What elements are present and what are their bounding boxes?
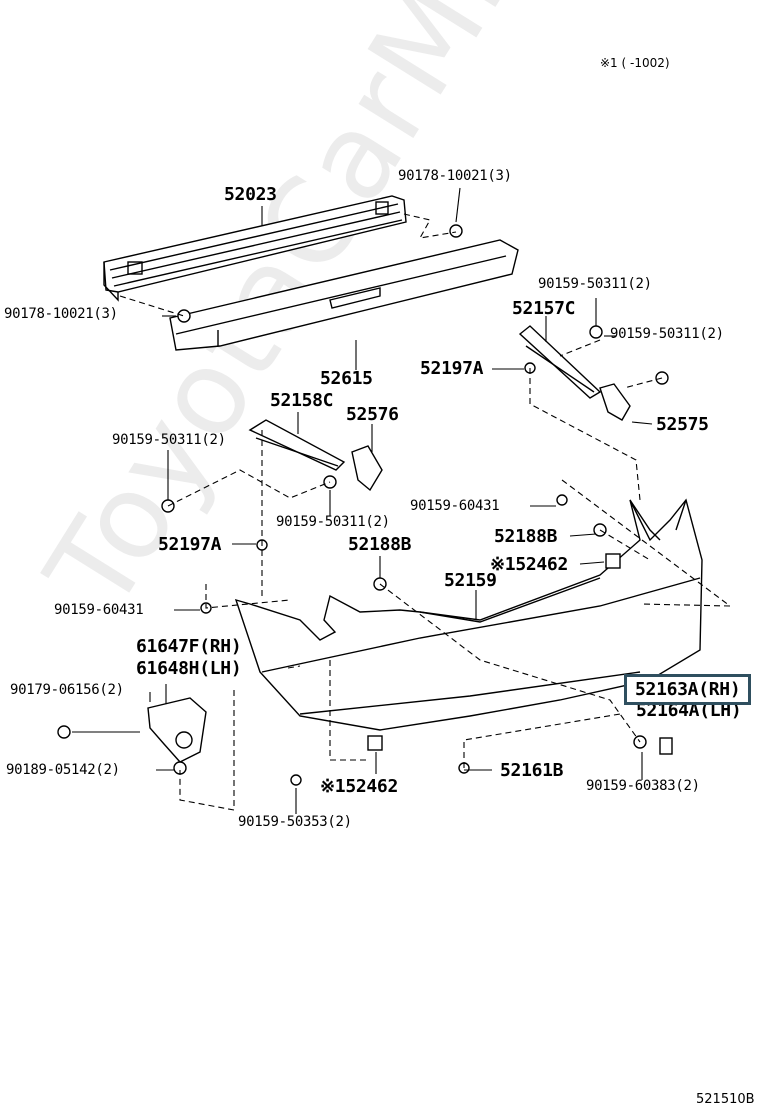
fasteners: [57, 224, 673, 786]
bracket-61647F: [147, 697, 207, 763]
callout-90159-50353[interactable]: 90159-50353(2): [238, 814, 352, 830]
retainer-52158C: [248, 419, 346, 471]
retainer-52575: [599, 383, 631, 421]
callout-52576[interactable]: 52576: [346, 404, 399, 425]
callout-52188B-b[interactable]: 52188B: [348, 534, 412, 555]
callout-52462-b[interactable]: ※152462: [320, 776, 399, 797]
callout-52023[interactable]: 52023: [224, 184, 277, 205]
guide-lines: [119, 213, 732, 811]
callout-52157C[interactable]: 52157C: [512, 298, 576, 319]
diagram-code: 521510B: [696, 1092, 755, 1107]
retainer-52576: [351, 445, 383, 492]
callout-61648H-lh[interactable]: 61648H(LH): [136, 658, 242, 679]
callout-52161B[interactable]: 52161B: [500, 760, 564, 781]
callout-52163A-rh-highlighted[interactable]: 52163A(RH): [624, 674, 752, 705]
callout-52197A-b[interactable]: 52197A: [158, 534, 222, 555]
callout-90178-10021-top[interactable]: 90178-10021(3): [398, 168, 512, 184]
callout-90159-50311-c[interactable]: 90159-50311(2): [112, 432, 226, 448]
callout-52158C[interactable]: 52158C: [270, 390, 334, 411]
absorber-52615: [169, 239, 519, 351]
callout-61647F-rh[interactable]: 61647F(RH): [136, 636, 242, 657]
callout-52197A-a[interactable]: 52197A: [420, 358, 484, 379]
callout-52575[interactable]: 52575: [656, 414, 709, 435]
callout-52159[interactable]: 52159: [444, 570, 497, 591]
callout-90159-50311-a[interactable]: 90159-50311(2): [538, 276, 652, 292]
callout-52615[interactable]: 52615: [320, 368, 373, 389]
callout-52164A-lh[interactable]: 52164A(LH): [636, 700, 742, 721]
callout-90159-50311-b[interactable]: 90159-50311(2): [610, 326, 724, 342]
callout-90159-60383[interactable]: 90159-60383(2): [586, 778, 700, 794]
callout-90179-06156[interactable]: 90179-06156(2): [10, 682, 124, 698]
callout-90189-05142[interactable]: 90189-05142(2): [6, 762, 120, 778]
date-range-note: ※1 ( -1002): [600, 56, 670, 70]
callout-90159-50311-d[interactable]: 90159-50311(2): [276, 514, 390, 530]
callout-90159-60431-b[interactable]: 90159-60431: [54, 602, 144, 618]
bumper-cover-52159: [234, 498, 703, 731]
callout-90159-60431-a[interactable]: 90159-60431: [410, 498, 500, 514]
callout-52462-a[interactable]: ※152462: [490, 554, 569, 575]
retainer-52157C: [518, 325, 602, 399]
callout-52188B-a[interactable]: 52188B: [494, 526, 558, 547]
leader-lines: [72, 187, 653, 814]
reinforcement-52023: [103, 195, 407, 302]
callout-90178-10021-left[interactable]: 90178-10021(3): [4, 306, 118, 322]
